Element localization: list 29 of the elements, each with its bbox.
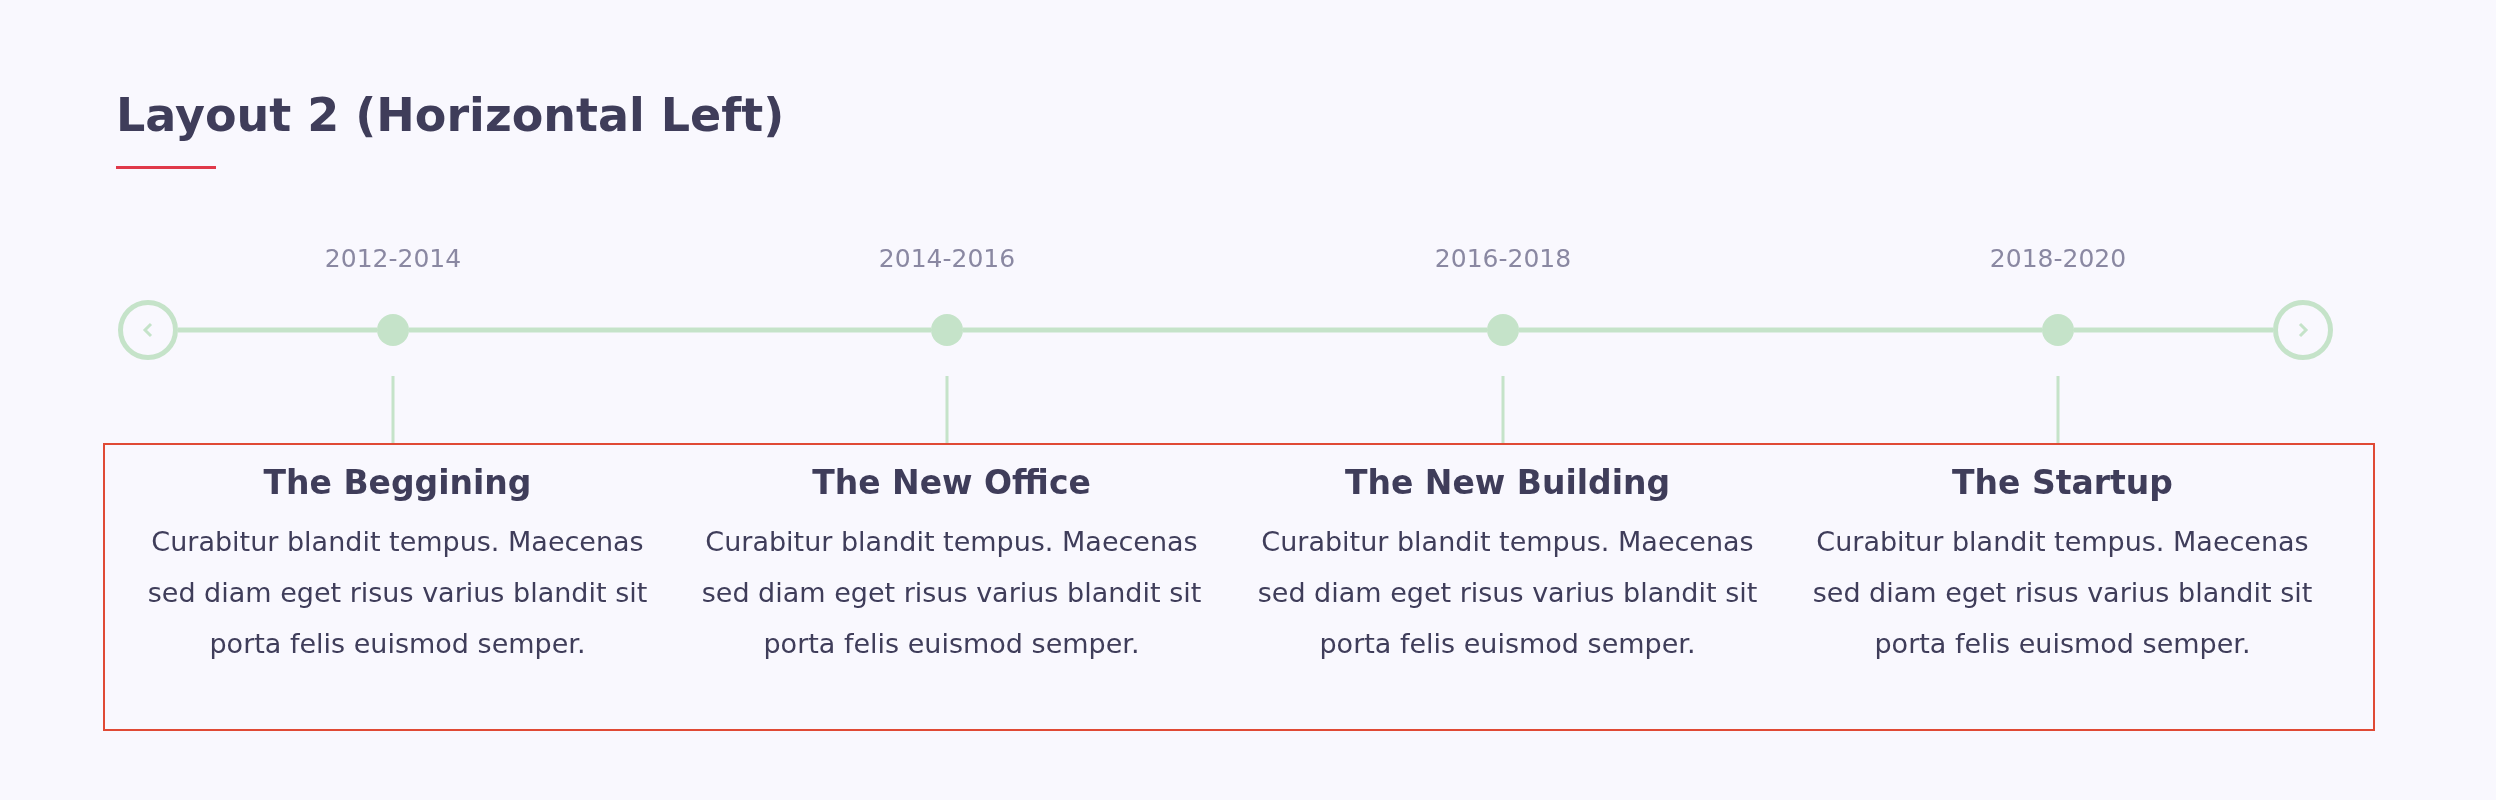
connector-line: [1519, 327, 2042, 333]
card-text: Curabitur blandit tempus. Maecenas sed diam eget risus varius blandit sit porta felis euismod semper.: [146, 525, 649, 661]
connector-line: [2056, 376, 2060, 443]
connector-line: [945, 376, 949, 443]
card-text: Curabitur blandit tempus. Maecenas sed diam eget risus varius blandit sit porta felis euismod semper.: [1256, 525, 1759, 661]
page-title: Layout 2 (Horizontal Left): [116, 88, 785, 142]
connector-line: [1501, 376, 1505, 443]
timeline-dot: [2042, 314, 2074, 346]
card-text: Curabitur blandit tempus. Maecenas sed diam eget risus varius blandit sit porta felis euismod semper.: [1811, 525, 2314, 661]
timeline-dot: [377, 314, 409, 346]
card-text: Curabitur blandit tempus. Maecenas sed diam eget risus varius blandit sit porta felis euismod semper.: [700, 525, 1203, 661]
timeline-dot: [931, 314, 963, 346]
date-label: 2014-2016: [878, 244, 1016, 273]
card-heading: The New Office: [812, 463, 1091, 502]
card-heading: The Startup: [1952, 463, 2173, 502]
connector-line: [409, 327, 931, 333]
connector-line: [391, 376, 395, 443]
date-label: 2016-2018: [1434, 244, 1572, 273]
card-heading: The New Building: [1344, 463, 1671, 502]
date-label: 2018-2020: [1989, 244, 2127, 273]
timeline-dot: [1487, 314, 1519, 346]
connector-line: [963, 327, 1487, 333]
selection-outline: [103, 443, 2375, 731]
date-label: 2012-2014: [324, 244, 462, 273]
connector-line: [2074, 327, 2273, 333]
connector-line: [178, 327, 377, 333]
previous-button: [118, 300, 178, 360]
next-button: [2273, 300, 2333, 360]
card-heading: The Beggining: [263, 463, 532, 502]
